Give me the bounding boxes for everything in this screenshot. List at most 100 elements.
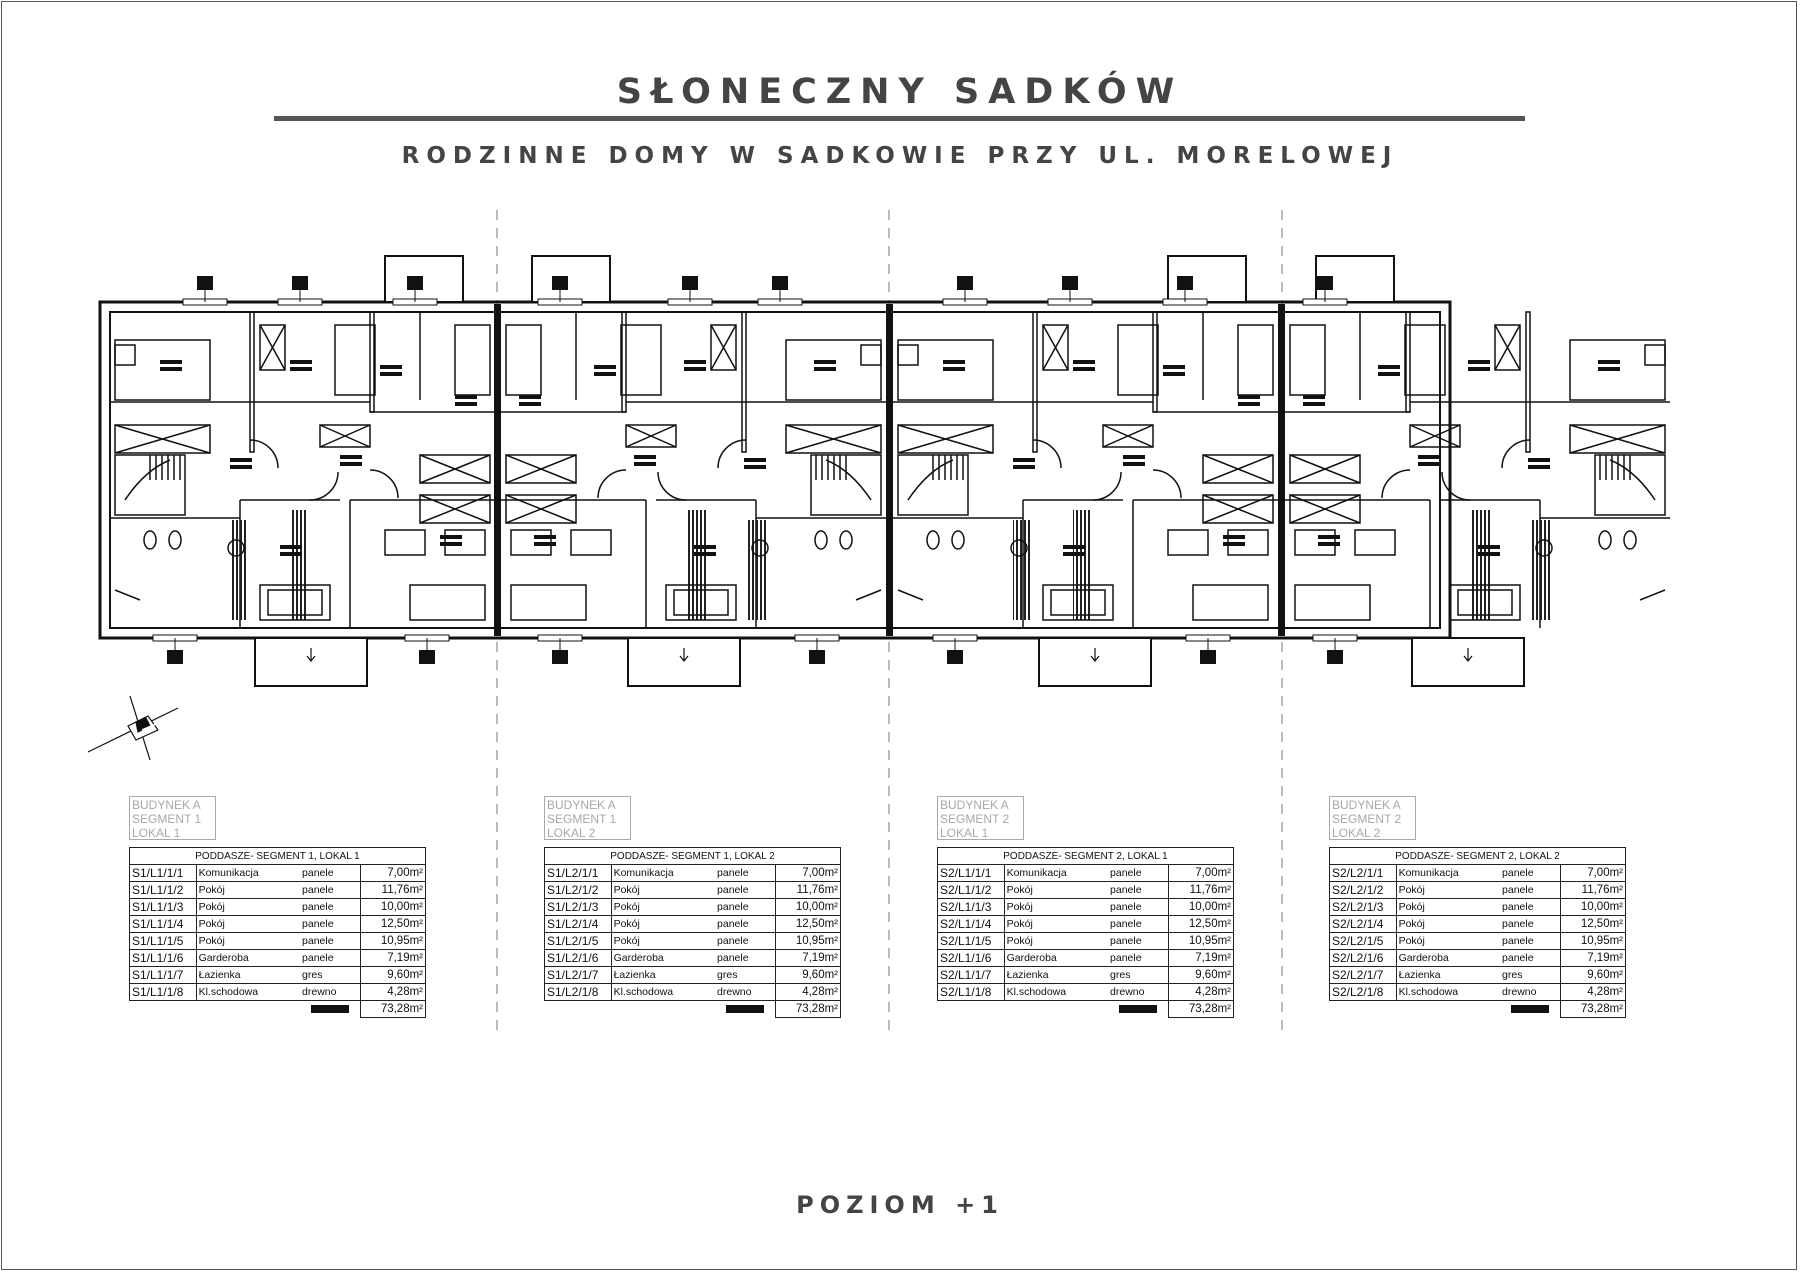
stair-arc	[124, 459, 171, 501]
wardrobe-icon	[1289, 494, 1361, 524]
room-tag	[1223, 535, 1245, 539]
floor-material: panele	[715, 864, 777, 882]
room-name: Kl.schodowa	[1395, 983, 1501, 1001]
bed-icon	[1289, 324, 1326, 396]
room-tag	[1123, 462, 1145, 466]
wardrobe-icon	[1494, 324, 1521, 371]
bathtub-icon	[1457, 589, 1513, 616]
room-tag	[694, 552, 716, 556]
floor-material: panele	[300, 915, 362, 933]
window-tag	[1317, 276, 1333, 290]
room-code: S2/L1/1/4	[937, 915, 1005, 933]
room-code: S2/L1/1/2	[937, 881, 1005, 899]
room-area: 7,00m²	[1168, 864, 1234, 882]
total-spacer	[196, 1001, 300, 1018]
room-code: S1/L1/1/7	[129, 966, 197, 984]
wardrobe-icon	[625, 424, 677, 448]
room-name: Kl.schodowa	[610, 983, 716, 1001]
room-area: 12,50m²	[360, 915, 426, 933]
balcony	[1038, 637, 1152, 687]
bed-icon	[114, 339, 211, 401]
wardrobe-icon	[1494, 324, 1521, 371]
bathtub-icon	[1050, 589, 1106, 616]
bed-icon	[620, 324, 662, 396]
room-code: S1/L1/1/6	[129, 949, 197, 967]
closet-hatch	[688, 510, 706, 620]
unit-stamp-line: SEGMENT 1	[132, 812, 202, 826]
room-tag	[519, 402, 541, 406]
room-tag	[1418, 455, 1440, 459]
room-area: 11,76m²	[775, 881, 841, 899]
partition-wall	[249, 311, 255, 453]
room-tag	[340, 455, 362, 459]
room-name: Pokój	[610, 898, 716, 916]
window-markers	[152, 276, 1358, 664]
wardrobe-icon	[897, 424, 994, 454]
desk-icon	[1294, 584, 1371, 621]
sink-icon	[751, 539, 769, 557]
room-area: 7,19m²	[1560, 949, 1626, 967]
total-marker-bar	[1119, 1005, 1158, 1014]
room-area: 4,28m²	[1168, 983, 1234, 1001]
floor-material: panele	[715, 932, 777, 950]
floor-material: panele	[1500, 898, 1562, 916]
party-wall	[1278, 304, 1285, 636]
wardrobe-icon	[1202, 454, 1274, 484]
south-balconies	[254, 637, 1525, 687]
sink-icon	[227, 539, 245, 557]
bed-icon	[1404, 324, 1446, 396]
toilet-icon	[839, 530, 853, 550]
room-code: S1/L2/1/2	[544, 881, 612, 899]
room-tag	[1528, 458, 1550, 462]
room-tag	[534, 535, 556, 539]
wardrobe-icon	[505, 454, 577, 484]
party-wall	[886, 304, 893, 636]
room-tag	[594, 372, 616, 376]
bed-icon	[1237, 324, 1274, 396]
window-tag	[809, 650, 825, 664]
party-wall	[494, 304, 501, 636]
room-name: Garderoba	[195, 949, 301, 967]
room-name: Łazienka	[610, 966, 716, 984]
room-area: 12,50m²	[1560, 915, 1626, 933]
room-code: S1/L2/1/5	[544, 932, 612, 950]
balcony-arrow	[1463, 648, 1473, 662]
room-tag	[943, 367, 965, 371]
room-tag	[1163, 372, 1185, 376]
room-tag	[694, 545, 716, 549]
floor-material: panele	[715, 949, 777, 967]
room-tag	[1073, 360, 1095, 364]
room-name: Pokój	[1395, 915, 1501, 933]
floor-material: panele	[1500, 915, 1562, 933]
wardrobe-icon	[785, 424, 882, 454]
partition-wall	[1032, 311, 1038, 453]
room-tag	[1303, 395, 1325, 399]
bathtub-icon	[673, 589, 729, 616]
window-tag	[1200, 650, 1216, 664]
room-code: S2/L2/1/3	[1329, 898, 1397, 916]
room-tag	[1123, 455, 1145, 459]
room-area: 12,50m²	[1168, 915, 1234, 933]
door-swing	[1639, 589, 1666, 601]
wardrobe-icon	[259, 324, 286, 371]
room-area: 4,28m²	[1560, 983, 1626, 1001]
unit-stamp-line: SEGMENT 2	[940, 812, 1010, 826]
room-code: S2/L1/1/5	[937, 932, 1005, 950]
room-name: Pokój	[1395, 932, 1501, 950]
door-swing	[597, 469, 627, 499]
room-tag	[594, 365, 616, 369]
